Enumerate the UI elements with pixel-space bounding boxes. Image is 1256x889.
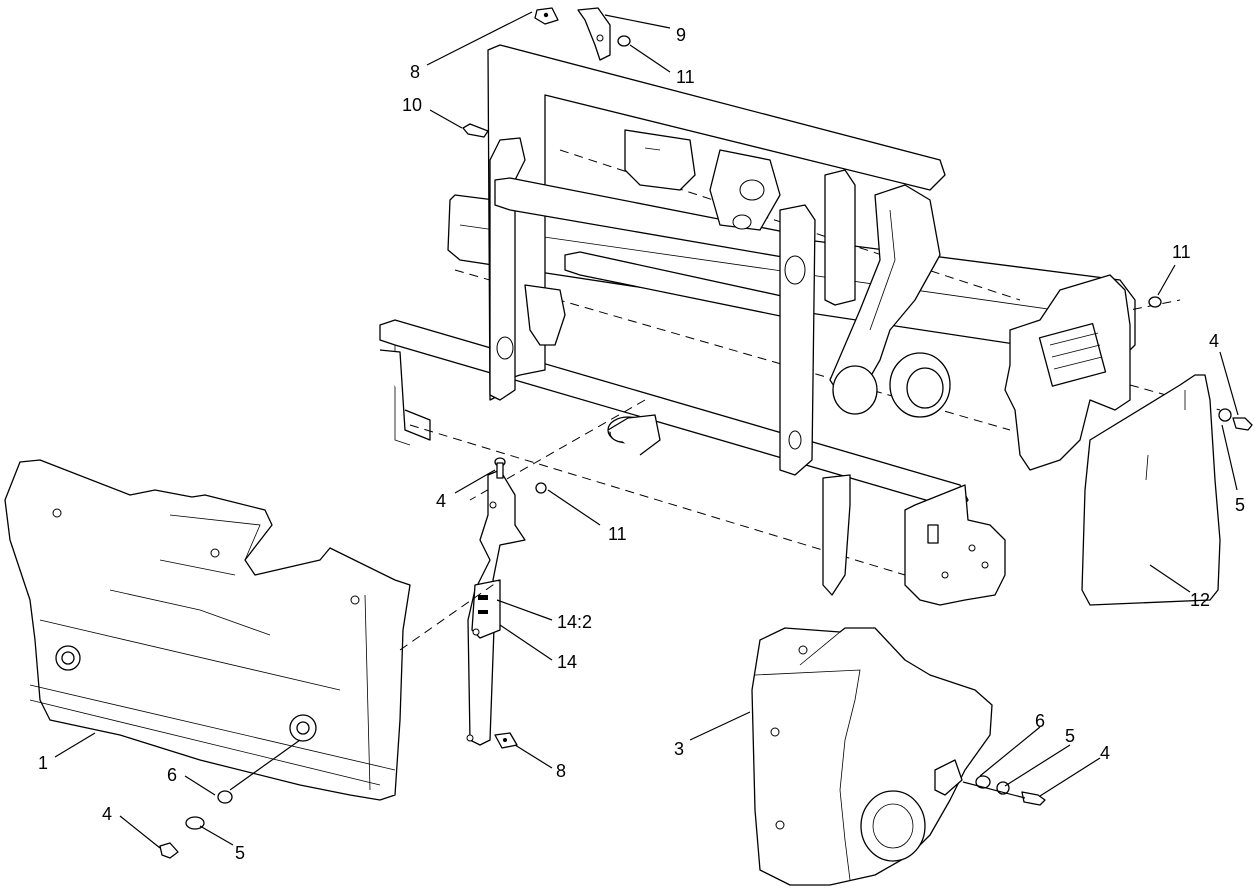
nut-6-right (975, 775, 991, 789)
callout-14-2: 14:2 (557, 612, 592, 632)
bolt-10 (462, 123, 489, 138)
nut-11-mid (535, 482, 547, 494)
callout-1: 1 (38, 753, 48, 773)
callout-8-top: 8 (410, 62, 420, 82)
callout-11-top: 11 (676, 67, 695, 87)
callout-14: 14 (557, 652, 577, 672)
callout-6-right: 6 (1035, 711, 1045, 731)
callout-4-right-bottom: 4 (1100, 743, 1110, 763)
washer-5-right (1218, 408, 1232, 422)
washer-5-left (185, 816, 205, 830)
callout-9: 9 (676, 25, 686, 45)
callout-6-left: 6 (167, 765, 177, 785)
callout-5-left: 5 (235, 843, 245, 863)
nut-11-top (617, 35, 631, 47)
bolt-4-left (159, 842, 179, 859)
callout-5-right-bottom: 5 (1065, 726, 1075, 746)
callout-11-mid: 11 (608, 524, 627, 544)
bolt-4-right (1232, 417, 1253, 431)
nut-11-right (1148, 296, 1162, 308)
callout-8-bottom: 8 (556, 761, 566, 781)
nut-plate-top (534, 7, 559, 25)
panel-12 (1081, 374, 1221, 606)
bolt-4-mid (494, 457, 506, 479)
bracket-9 (577, 7, 611, 61)
callout-12: 12 (1190, 590, 1210, 610)
callout-3: 3 (674, 739, 684, 759)
callout-10: 10 (402, 95, 422, 115)
cover-3 (751, 627, 993, 886)
callout-11-right: 11 (1172, 242, 1191, 262)
leader-lines (54, 11, 1239, 849)
decal-grid (1038, 322, 1107, 387)
bolt-4-right-bottom (1021, 791, 1046, 806)
callout-4-left: 4 (102, 804, 112, 824)
main-frame-assembly (379, 44, 1221, 606)
callout-4-mid: 4 (436, 491, 446, 511)
sensor-bracket-14 (466, 469, 526, 749)
callout-5-right: 5 (1235, 495, 1245, 515)
cover-1 (4, 459, 501, 801)
callout-4-right: 4 (1209, 331, 1219, 351)
nut-6-left (217, 790, 233, 804)
